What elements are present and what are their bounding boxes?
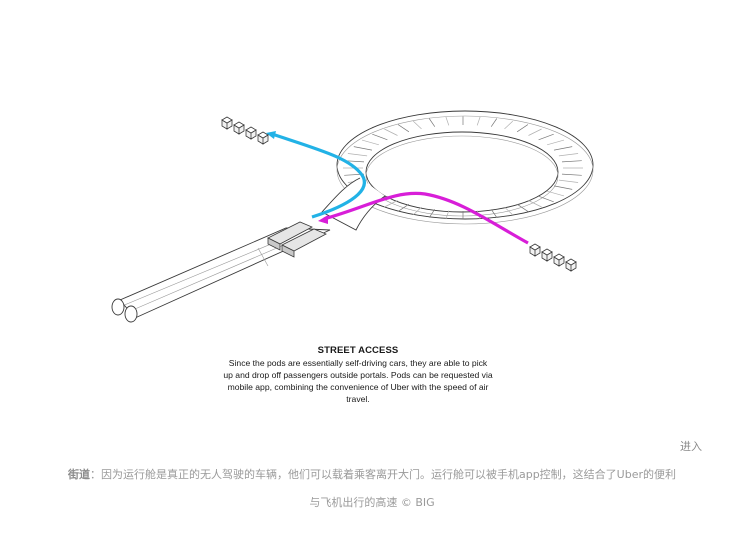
ring-pod-slot [528,128,542,136]
caption-line: travel. [346,394,370,404]
ring-pod-slot [428,209,436,218]
ring-pod-slot [561,173,582,176]
ring-pod-slot [558,153,579,157]
ring-pod-slot [547,139,565,146]
dropoff-route [323,191,529,245]
ring-inner-rim-lower [365,135,559,217]
image-description: 街道：因为运行舱是真正的无人驾驶的车辆，他们可以载着乘客离开大门。运行舱可以被手… [0,466,744,482]
ring-pod-slot [397,203,410,212]
tube-end-right [124,305,138,323]
pod-queue-left [221,116,269,145]
enter-link[interactable]: 进入 [680,440,702,453]
ring-inner-rim [365,131,559,213]
station-pod-2-side [281,244,295,258]
caption-body: Since the pods are essentially self-driv… [200,357,516,405]
tube-end-left [111,298,125,316]
ring-pod-slot [384,128,398,136]
ring-pod-slot [504,206,514,216]
ring-pod-slot [528,200,542,208]
ring-pod-slot [547,190,565,197]
ring-pod-slot [558,179,579,183]
description-text: 因为运行舱是真正的无人驾驶的车辆，他们可以载着乘客离开大门。运行舱可以被手机ap… [100,468,677,481]
ring-pod-slot [445,116,450,126]
ring-outer-rim-lower [336,115,594,225]
street-access-figure: STREET ACCESS Since the pods are essenti… [111,110,594,405]
image-credit: 与飞机出行的高速 © BIG [309,496,435,509]
queue-pod [257,131,269,139]
pickup-route-arrow [266,131,276,139]
queue-pod [529,243,541,251]
ring-pod-slot [476,116,481,126]
ring-pod-slot [361,139,379,146]
ring-pod-slot [516,203,529,212]
ring-pod-slot [553,185,573,190]
ring-pod-slot [561,160,582,163]
ring-pod-slot [347,153,368,157]
figure-caption: STREET ACCESS Since the pods are essenti… [200,345,516,405]
ring-pod-slot [412,206,422,216]
ring-pod-slot [504,120,514,130]
ring-pod-slot [353,146,373,151]
queue-pod [553,253,565,261]
ring-pod-slot [397,124,410,133]
queue-pod [233,121,245,129]
pickup-route [271,132,366,219]
caption-line: Since the pods are essentially self-driv… [228,358,488,368]
queue-pod [541,248,553,256]
ring-pod-slot [538,195,554,203]
dropoff-route-arrow [318,215,328,224]
ring-pod-slot [490,209,498,218]
ring-pod-slot [490,118,498,127]
caption-line: mobile app, combining the convenience of… [227,382,489,392]
queue-pod [221,116,233,124]
ring-pod-slot [372,133,388,141]
ring-pod-slot [516,124,529,133]
street-access-diagram [111,110,594,323]
ring-pod-slot [384,200,398,208]
description-label: 街道 [67,468,90,481]
ring-pod-slot [445,210,450,220]
tube-joint [257,247,269,267]
caption-line: up and drop off passengers outside porta… [223,370,493,380]
station-pod-group [267,221,327,258]
ring-pod-slot [428,118,436,127]
pod-queue-right [529,243,577,272]
ring-outer-rim [336,110,594,220]
queue-pod [565,258,577,266]
caption-title: STREET ACCESS [317,345,399,356]
station-pod-1-side [267,237,281,251]
description-separator: ： [89,468,101,481]
ring-pod-slot [553,146,573,151]
ring-pod-slot [412,120,422,130]
queue-pod [245,126,257,134]
ring-neck [321,177,386,231]
ring-pod-slot [538,133,554,141]
